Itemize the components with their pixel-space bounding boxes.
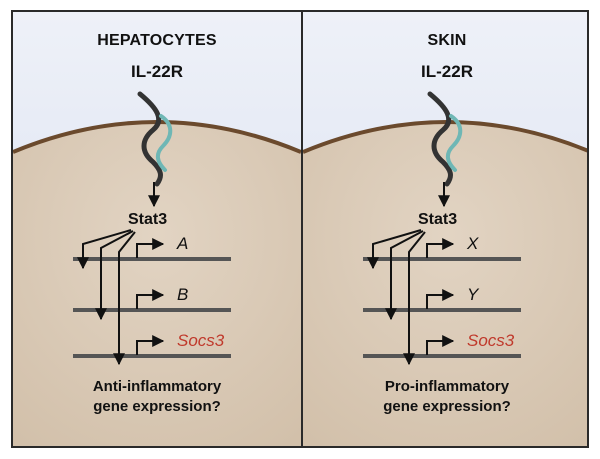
gene-label-2: B bbox=[177, 285, 189, 304]
promoter-arrow-1 bbox=[136, 238, 165, 258]
panel-caption: Pro-inflammatory gene expression? bbox=[303, 377, 587, 417]
stat3-binding-arrow-1 bbox=[77, 229, 132, 270]
gene-label-socs3: Socs3 bbox=[177, 331, 225, 350]
figure-frame: HEPATOCYTES IL-22R Stat3 A B Socs3 Anti-… bbox=[11, 10, 589, 448]
stat3-binding-arrow-2 bbox=[385, 230, 424, 321]
stat3-binding-arrow-2 bbox=[95, 230, 134, 321]
promoter-arrow-2 bbox=[426, 289, 455, 309]
panel-title: SKIN bbox=[427, 32, 467, 49]
cytoplasm bbox=[13, 122, 301, 446]
stat3-label: Stat3 bbox=[418, 211, 458, 228]
panel-title: HEPATOCYTES bbox=[97, 32, 217, 49]
receptor-label: IL-22R bbox=[131, 62, 183, 81]
receptor-label: IL-22R bbox=[421, 62, 473, 81]
gene-label-1: X bbox=[467, 234, 479, 253]
skin-cell-illustration bbox=[303, 12, 587, 446]
promoter-arrow-1 bbox=[426, 238, 455, 258]
panel-hepatocytes: HEPATOCYTES IL-22R Stat3 A B Socs3 Anti-… bbox=[13, 12, 301, 446]
cytoplasm bbox=[303, 122, 587, 446]
caption-line-1: Pro-inflammatory bbox=[384, 378, 510, 395]
promoter-arrow-3 bbox=[136, 335, 165, 355]
gene-label-socs3: Socs3 bbox=[467, 331, 515, 350]
stat3-binding-arrow-1 bbox=[367, 229, 422, 270]
caption-line-1: Anti-inflammatory bbox=[92, 378, 222, 395]
stat3-binding-arrow-3 bbox=[403, 231, 426, 366]
stat3-binding-arrow-3 bbox=[113, 231, 136, 366]
gene-label-2: Y bbox=[467, 285, 479, 304]
caption-line-2: gene expression? bbox=[383, 398, 511, 415]
promoter-arrow-3 bbox=[426, 335, 455, 355]
panel-caption: Anti-inflammatory gene expression? bbox=[13, 377, 301, 417]
receptor-chain-dark bbox=[137, 91, 163, 187]
panel-divider bbox=[301, 12, 303, 446]
gene-label-1: A bbox=[177, 234, 189, 253]
receptor-chain-dark bbox=[427, 91, 453, 187]
receptor-chain-teal bbox=[156, 114, 173, 172]
promoter-arrow-2 bbox=[136, 289, 165, 309]
stat3-label: Stat3 bbox=[128, 211, 168, 228]
caption-line-2: gene expression? bbox=[93, 398, 221, 415]
receptor-chain-teal bbox=[446, 114, 463, 172]
panel-skin: SKIN IL-22R Stat3 X Y Socs3 Pro-inflamma… bbox=[303, 12, 587, 446]
hepatocyte-cell-illustration bbox=[13, 12, 301, 446]
